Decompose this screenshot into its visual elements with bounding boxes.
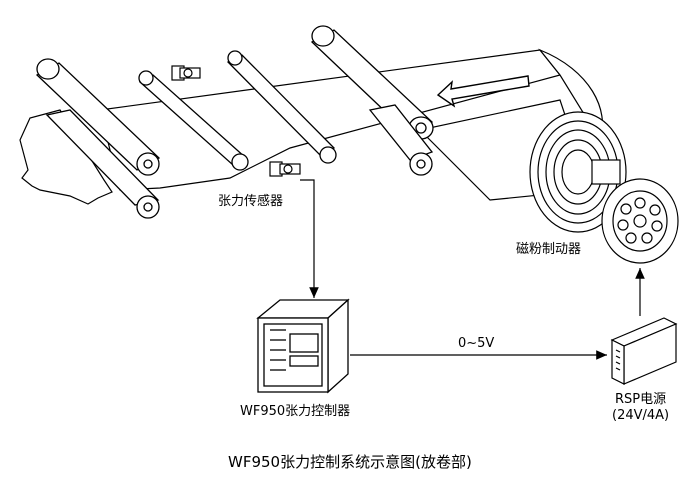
roller-4 [226, 50, 337, 164]
roller-6 [368, 104, 434, 176]
rsp-power-supply [610, 317, 678, 385]
signal-label: 0~5V [458, 336, 495, 351]
roller-2 [45, 109, 160, 219]
magnetic-brake-label: 磁粉制动器 [516, 242, 582, 257]
diagram-caption: WF950张力控制系统示意图(放卷部) [228, 453, 472, 471]
roller-1 [35, 58, 161, 176]
torn-web-material [19, 109, 113, 205]
power-supply-name: RSP电源 [615, 392, 667, 407]
tension-sensor-label: 张力传感器 [218, 194, 284, 209]
power-supply-label: RSP电源 (24V/4A) [612, 392, 669, 423]
wf950-controller [256, 298, 350, 394]
roller-5 [310, 25, 434, 140]
magnetic-powder-brake [529, 111, 679, 264]
tension-sensor [171, 65, 301, 177]
roller-3 [138, 70, 249, 171]
web-direction-arrow [436, 75, 530, 108]
controller-label: WF950张力控制器 [240, 404, 351, 419]
sensor-to-controller-arrow [300, 179, 319, 298]
connector-lines [300, 179, 645, 360]
power-supply-rating: (24V/4A) [612, 407, 670, 423]
